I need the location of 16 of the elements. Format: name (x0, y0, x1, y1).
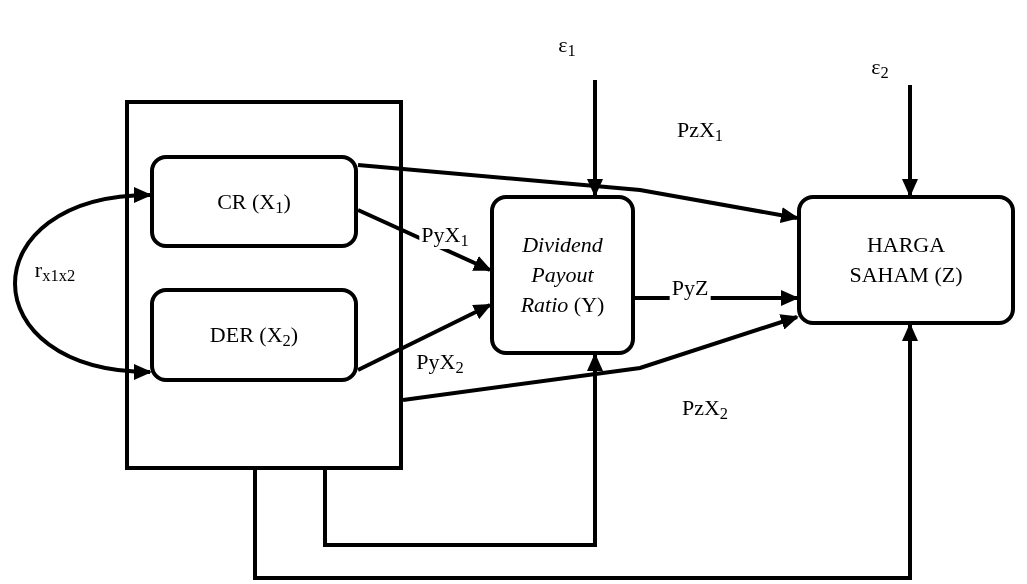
arrow (357, 303, 492, 372)
variable-box: Dividend Payout Ratio (Y) (490, 195, 635, 355)
arrow (13, 188, 152, 379)
group-box (125, 100, 403, 470)
arrow (357, 163, 799, 224)
error-term: ε$_{2}$ (858, 50, 902, 84)
arrow (253, 323, 918, 580)
arrow (323, 353, 603, 547)
error-term: ε$_{1}$ (545, 28, 589, 62)
arrow (902, 85, 918, 197)
arrow (357, 208, 492, 272)
variable-box: CR (X$_{1}$) (150, 155, 358, 248)
variable-box: DER (X$_{2}$) (150, 288, 358, 382)
variable-box: HARGA SAHAM (Z) (797, 195, 1015, 325)
arrow (402, 314, 799, 402)
arrow (587, 80, 603, 197)
